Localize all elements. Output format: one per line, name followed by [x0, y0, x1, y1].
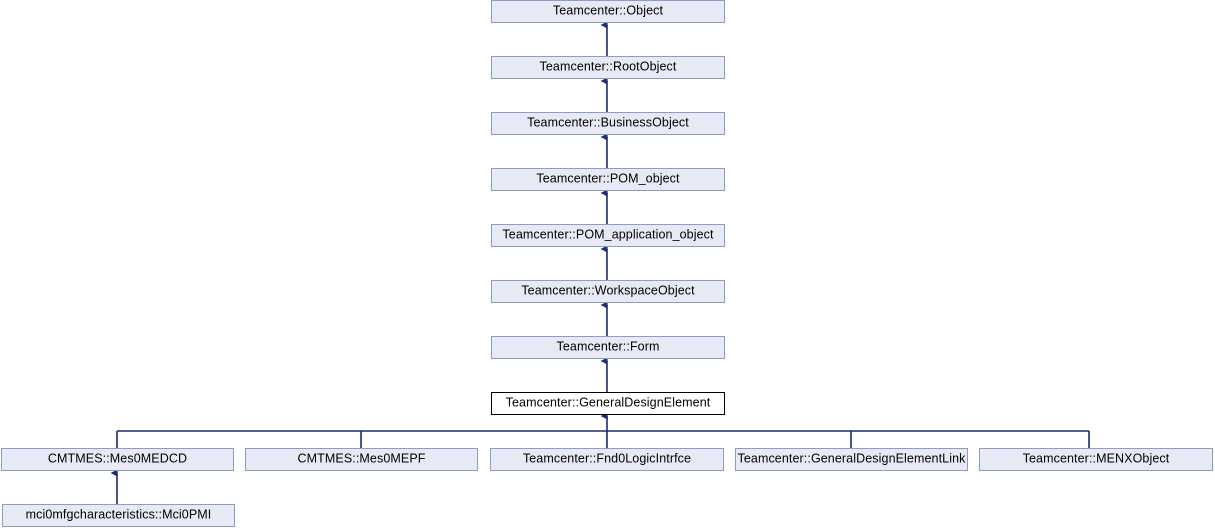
node-label: Teamcenter::RootObject: [539, 59, 677, 74]
node-teamcenter-fnd0logicintrfce[interactable]: Teamcenter::Fnd0LogicIntrfce: [490, 448, 724, 471]
node-label: Teamcenter::POM_application_object: [502, 227, 714, 242]
node-label: mci0mfgcharacteristics::Mci0PMI: [25, 507, 212, 522]
node-teamcenter-generaldesignelementlink[interactable]: Teamcenter::GeneralDesignElementLink: [735, 448, 968, 471]
node-label: Teamcenter::BusinessObject: [527, 115, 689, 130]
node-teamcenter-workspaceobject[interactable]: Teamcenter::WorkspaceObject: [491, 280, 725, 303]
node-teamcenter-generaldesignelement[interactable]: Teamcenter::GeneralDesignElement: [491, 392, 725, 415]
node-label: CMTMES::Mes0MEDCD: [47, 451, 188, 466]
node-label: Teamcenter::Fnd0LogicIntrfce: [522, 451, 692, 466]
node-teamcenter-form[interactable]: Teamcenter::Form: [491, 336, 725, 359]
node-teamcenter-rootobject[interactable]: Teamcenter::RootObject: [491, 56, 725, 79]
node-cmtmes-mes0mepf[interactable]: CMTMES::Mes0MEPF: [245, 448, 478, 471]
node-teamcenter-pom-application-object[interactable]: Teamcenter::POM_application_object: [491, 224, 725, 247]
node-cmtmes-mes0medcd[interactable]: CMTMES::Mes0MEDCD: [1, 448, 234, 471]
node-teamcenter-menxobject[interactable]: Teamcenter::MENXObject: [979, 448, 1213, 471]
node-teamcenter-pom-object[interactable]: Teamcenter::POM_object: [491, 168, 725, 191]
node-label: CMTMES::Mes0MEPF: [297, 451, 426, 466]
node-label: Teamcenter::WorkspaceObject: [521, 283, 695, 298]
node-teamcenter-businessobject[interactable]: Teamcenter::BusinessObject: [491, 112, 725, 135]
node-label: Teamcenter::MENXObject: [1022, 451, 1170, 466]
node-label: Teamcenter::Form: [556, 339, 660, 354]
node-teamcenter-object[interactable]: Teamcenter::Object: [491, 0, 725, 23]
node-mci0mfgcharacteristics-mci0pmi[interactable]: mci0mfgcharacteristics::Mci0PMI: [2, 504, 235, 527]
node-label: Teamcenter::GeneralDesignElement: [505, 395, 711, 410]
node-label: Teamcenter::POM_object: [536, 171, 680, 186]
node-label: Teamcenter::Object: [552, 3, 664, 18]
node-label: Teamcenter::GeneralDesignElementLink: [737, 451, 966, 466]
